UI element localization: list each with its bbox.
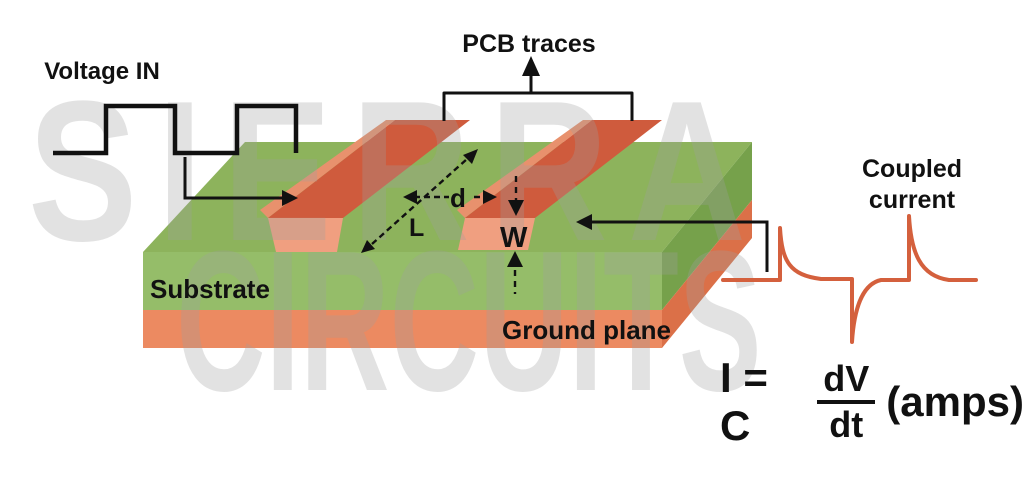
trace2-top-face (465, 120, 662, 218)
pcb-traces-up-arrowhead (522, 56, 540, 76)
formula-suffix: (amps) (886, 378, 1024, 425)
dim-l-arrowhead-bottom (361, 240, 375, 253)
ground-plane-side-face (662, 200, 752, 348)
dim-d-arrowhead-left (403, 190, 417, 204)
coupled-current-connector-line (590, 220, 769, 272)
ground-plane-label: Ground plane (502, 315, 671, 345)
formula-lhs: I = C (720, 354, 768, 449)
ground-plane-front-face (143, 310, 662, 348)
formula-fraction: dV dt (817, 358, 876, 445)
dim-d-arrowhead-right (483, 190, 497, 204)
pcb-traces-label: PCB traces (462, 30, 596, 58)
trace-length-dim-label: L (409, 214, 425, 242)
dim-l-dash-line (371, 158, 468, 245)
pcb-traces-bracket (442, 91, 634, 121)
coupled-current-label: Coupled current (862, 155, 962, 215)
trace1-front-face (268, 218, 343, 252)
trace2-left-highlight (457, 120, 592, 218)
voltage-in-arrowhead (282, 190, 298, 206)
formula-fraction-bar (817, 400, 876, 404)
coupled-current-waveform (721, 214, 978, 344)
formula-denominator: dt (829, 404, 864, 445)
dim-w-arrowhead-up (507, 251, 523, 267)
dim-l-arrowhead-top (463, 149, 478, 164)
trace1-left-highlight (260, 120, 395, 218)
voltage-in-connector-line (183, 157, 284, 200)
voltage-in-label: Voltage IN (44, 58, 160, 85)
trace2-front-face (458, 218, 535, 250)
coupled-current-left-arrowhead (576, 214, 592, 230)
formula-numerator: dV (823, 358, 870, 400)
substrate-front-face (143, 252, 662, 310)
trace1-top-face (268, 120, 470, 218)
dim-w-arrowhead-down (508, 200, 524, 216)
substrate-side-face (662, 142, 752, 310)
trace-spacing-dim-label: d (450, 183, 466, 213)
voltage-in-square-wave (53, 103, 299, 156)
coupled-current-formula: I = C dV dt (amps) (720, 354, 1024, 449)
substrate-label: Substrate (150, 274, 270, 304)
trace-width-dim-label: W (500, 222, 528, 254)
